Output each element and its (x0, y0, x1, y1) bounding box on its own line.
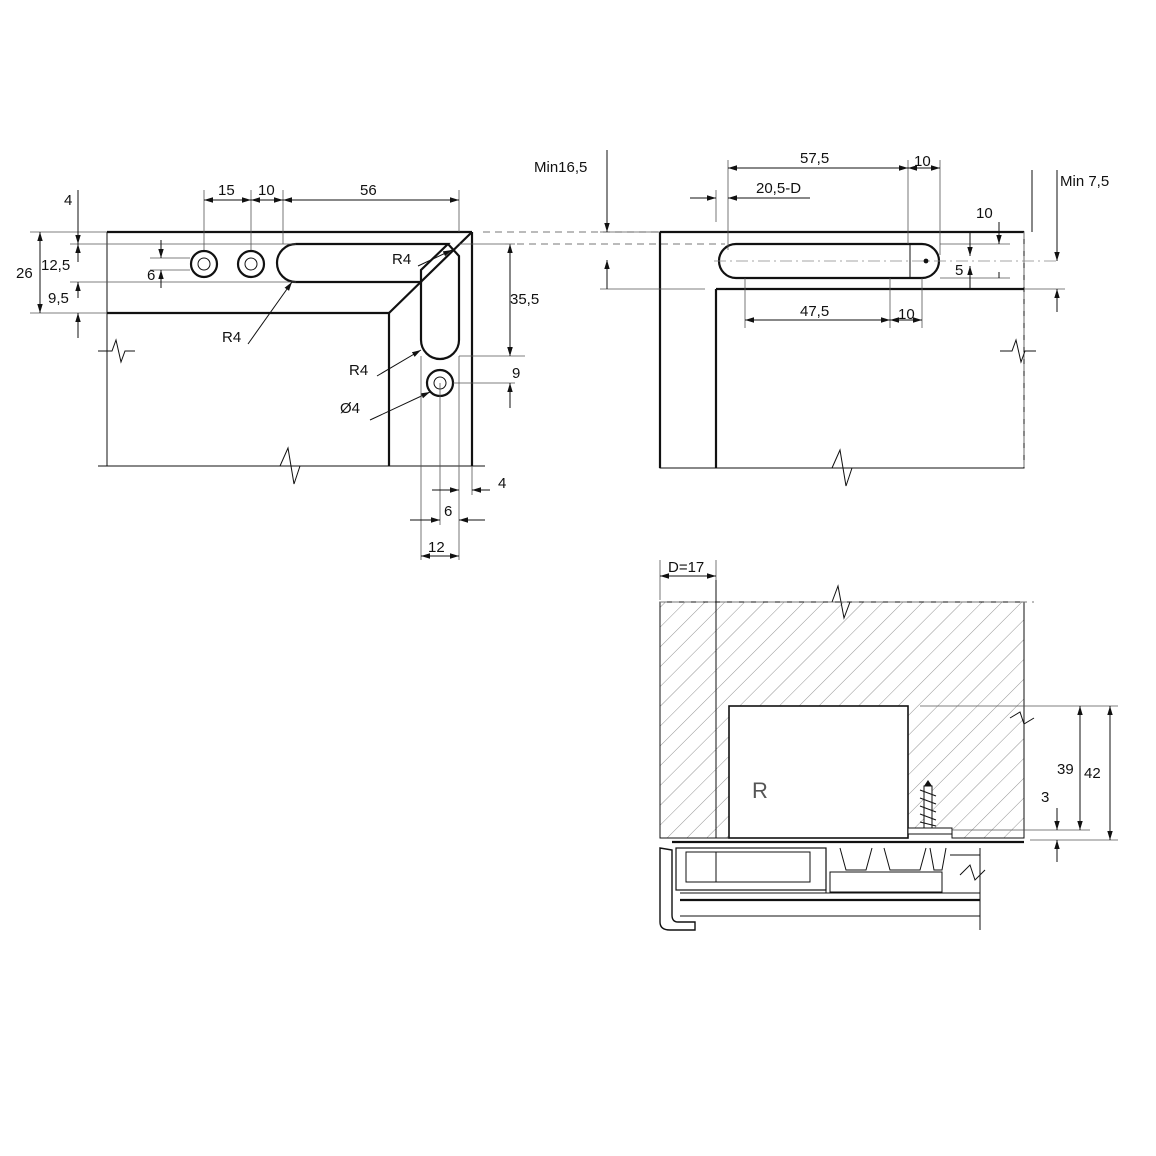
bottom-profile (659, 847, 696, 931)
left-mitre (388, 231, 473, 314)
dim-10-right: 10 (976, 205, 993, 222)
vertical-slot (419, 243, 461, 361)
dim-10-bottom: 10 (898, 306, 915, 323)
hinge-block (728, 705, 909, 839)
horizontal-slot (275, 242, 451, 284)
mark-r: R (752, 778, 768, 803)
dim-56: 56 (360, 182, 377, 199)
right-outline (659, 231, 1025, 469)
dim-42: 42 (1084, 765, 1101, 782)
diameter-4: Ø4 (340, 400, 360, 417)
dim-min16-5: Min16,5 (534, 159, 587, 176)
dim-6: 6 (147, 267, 155, 284)
dim-12: 12 (428, 539, 445, 556)
left-view: 15 10 56 4 26 12,5 9,5 6 R4 R4 R4 Ø4 35,… (16, 182, 725, 560)
break-mark (831, 584, 851, 620)
dim-12-5: 12,5 (41, 257, 70, 274)
dim-47-5: 47,5 (800, 303, 829, 320)
dim-20-5-d: 20,5-D (756, 180, 801, 197)
break-mark (1009, 711, 1035, 725)
radius-r4-left: R4 (222, 329, 241, 346)
mounting-hole (236, 249, 266, 279)
dim-9: 9 (512, 365, 520, 382)
dim-57-5: 57,5 (800, 150, 829, 167)
section-view: R D=17 (659, 559, 1118, 931)
dim-15: 15 (218, 182, 235, 199)
dim-39: 39 (1057, 761, 1074, 778)
break-mark (98, 338, 135, 364)
dim-3: 3 (1041, 789, 1049, 806)
radius-r4-top: R4 (392, 251, 411, 268)
dim-9-5: 9,5 (48, 290, 69, 307)
break-mark (279, 446, 301, 485)
dim-10: 10 (258, 182, 275, 199)
dim-d17: D=17 (668, 559, 704, 576)
radius-r4-low: R4 (349, 362, 368, 379)
dim-min7-5: Min 7,5 (1060, 173, 1109, 190)
dim-35-5: 35,5 (510, 291, 539, 308)
break-mark (1000, 338, 1036, 364)
dim-10-top: 10 (914, 153, 931, 170)
break-mark (831, 448, 853, 487)
dim-26: 26 (16, 265, 33, 282)
mounting-hole (189, 249, 219, 279)
mounting-hole-inner (197, 257, 211, 271)
dim-4-bottom: 4 (498, 475, 506, 492)
dim-6-bottom: 6 (444, 503, 452, 520)
dim-4: 4 (64, 192, 72, 209)
dim-5: 5 (955, 262, 963, 279)
mounting-hole-inner (244, 257, 258, 271)
right-view: 57,5 10 20,5-D 47,5 10 Min16,5 Min 7,5 1… (534, 150, 1109, 487)
screw-icon (907, 780, 953, 835)
